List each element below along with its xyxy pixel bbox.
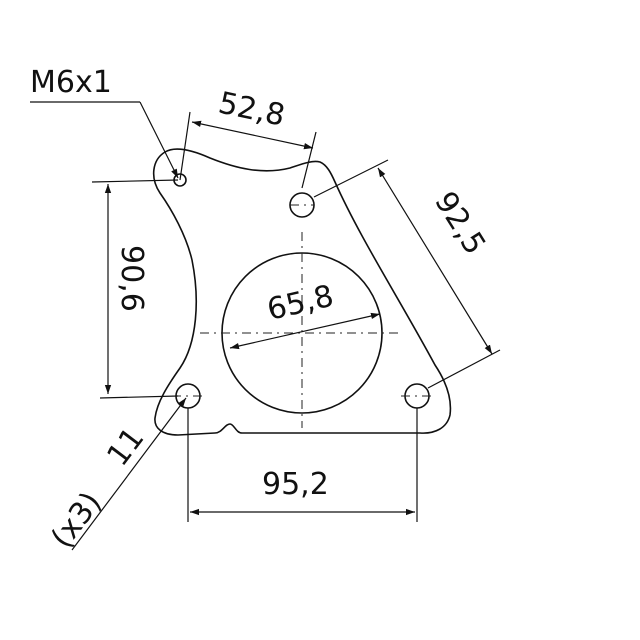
dim-label-90-6: 90,6 bbox=[114, 245, 149, 312]
dim-label-92-5: 92,5 bbox=[427, 186, 492, 261]
thread-leader-arrow bbox=[139, 101, 179, 179]
dim-extension-line bbox=[427, 349, 501, 389]
dim-line-65-8 bbox=[229, 312, 381, 350]
dim-line-92-5 bbox=[377, 167, 493, 355]
dim-extension-line bbox=[301, 131, 317, 189]
dim-extension-line bbox=[313, 159, 389, 198]
dim-extension-line bbox=[99, 395, 179, 399]
hole-diameter-label: 11 bbox=[100, 421, 151, 473]
hole-count-label: (x3) bbox=[44, 486, 108, 555]
dim-line-52-8 bbox=[191, 120, 314, 150]
dim-label-95-2: 95,2 bbox=[262, 467, 329, 502]
thread-label: M6x1 bbox=[30, 65, 112, 100]
flange-outline bbox=[152, 148, 452, 436]
dim-extension-line bbox=[91, 179, 179, 183]
dim-extension-line bbox=[179, 111, 191, 181]
dim-label-65-8: 65,8 bbox=[264, 279, 337, 328]
dim-label-52-8: 52,8 bbox=[215, 86, 288, 134]
hole-leader bbox=[71, 397, 187, 551]
